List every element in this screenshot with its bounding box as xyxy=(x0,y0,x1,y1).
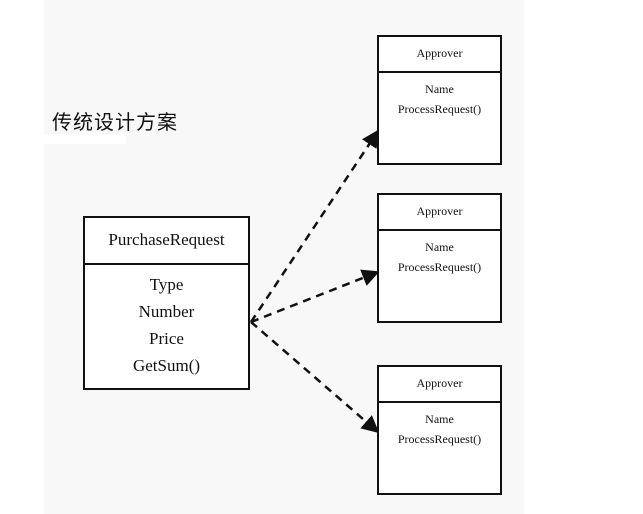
approver-class-name: Approver xyxy=(379,195,500,231)
approver-class-3: Approver Name ProcessRequest() xyxy=(377,365,502,495)
member-getsum: GetSum() xyxy=(132,356,201,375)
member-name: Name xyxy=(425,412,454,426)
member-name: Name xyxy=(425,82,454,96)
title-underline-mask xyxy=(44,134,126,144)
purchase-request-members: Type Number Price GetSum() xyxy=(85,265,248,379)
member-price: Price xyxy=(149,329,184,348)
purchase-request-class-name: PurchaseRequest xyxy=(85,218,248,265)
approver-members: Name ProcessRequest() xyxy=(379,231,500,277)
member-type: Type xyxy=(149,275,184,294)
approver-class-2: Approver Name ProcessRequest() xyxy=(377,193,502,323)
member-number: Number xyxy=(138,302,195,321)
approver-members: Name ProcessRequest() xyxy=(379,403,500,449)
approver-class-name: Approver xyxy=(379,367,500,403)
member-process-request: ProcessRequest() xyxy=(397,260,482,274)
purchase-request-class: PurchaseRequest Type Number Price GetSum… xyxy=(83,216,250,390)
diagram-title: 传统设计方案 xyxy=(52,110,178,134)
member-process-request: ProcessRequest() xyxy=(397,102,482,116)
member-process-request: ProcessRequest() xyxy=(397,432,482,446)
arrow-to-approver-2 xyxy=(250,269,380,324)
member-name: Name xyxy=(425,240,454,254)
arrow-to-approver-3 xyxy=(250,321,380,434)
approver-class-name: Approver xyxy=(379,37,500,73)
approver-members: Name ProcessRequest() xyxy=(379,73,500,119)
approver-class-1: Approver Name ProcessRequest() xyxy=(377,35,502,165)
arrow-to-approver-1 xyxy=(249,129,380,323)
